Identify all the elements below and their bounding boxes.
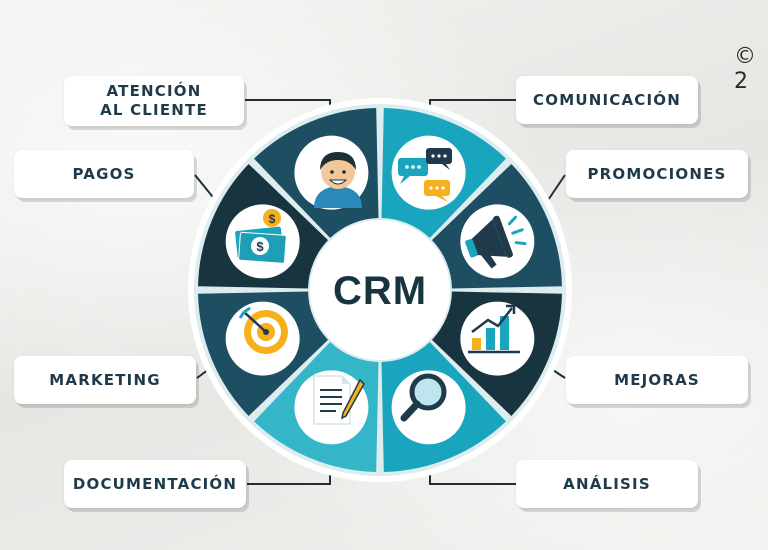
- document-pen-icon: [313, 375, 365, 425]
- label-atencion-al-cliente: ATENCIÓN AL CLIENTE: [64, 76, 244, 126]
- money-dollar-icon: $ $: [235, 209, 287, 264]
- label-pagos: PAGOS: [14, 150, 194, 198]
- label-analisis: ANÁLISIS: [516, 460, 698, 508]
- icon-circle-4: [460, 301, 535, 376]
- center-title: CRM: [333, 269, 427, 313]
- label-promociones: PROMOCIONES: [566, 150, 748, 198]
- copyright-mark: © 2: [734, 44, 756, 94]
- chat-bubbles-icon: [398, 148, 452, 202]
- label-marketing: MARKETING: [14, 356, 196, 404]
- growth-bar-chart-icon: [468, 304, 520, 354]
- megaphone-icon: [465, 215, 527, 269]
- label-documentacion: DOCUMENTACIÓN: [64, 460, 246, 508]
- target-arrow-icon: [238, 306, 288, 354]
- svg-text:$: $: [256, 239, 264, 254]
- center-circle: [310, 220, 450, 360]
- label-mejoras: MEJORAS: [566, 356, 748, 404]
- customer-service-person-icon: [314, 152, 362, 208]
- svg-text:$: $: [269, 212, 276, 226]
- magnifying-glass-icon: [400, 373, 447, 422]
- label-comunicacion: COMUNICACIÓN: [516, 76, 698, 124]
